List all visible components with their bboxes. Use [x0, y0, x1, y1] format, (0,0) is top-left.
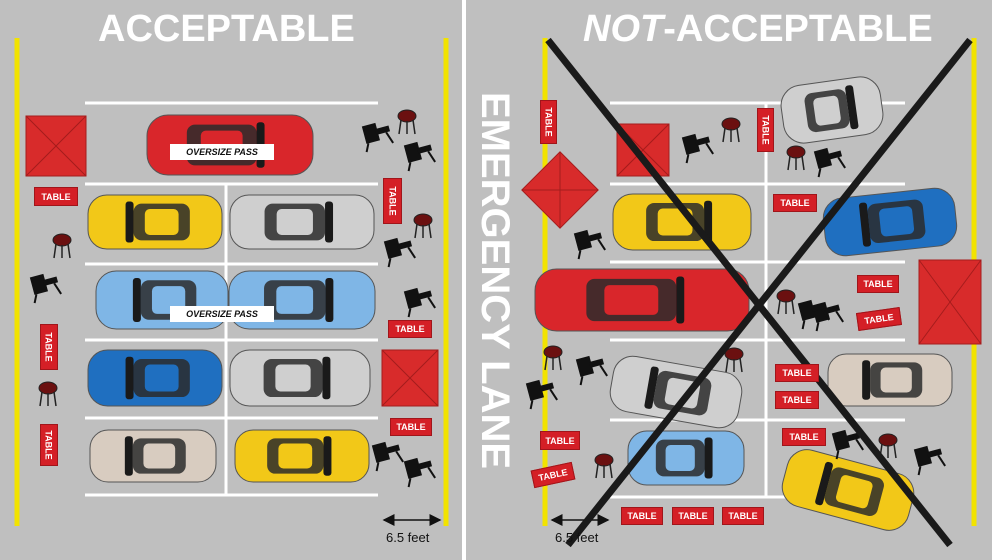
chair-left-5 — [403, 287, 436, 318]
grill-right-6 — [594, 453, 614, 479]
grill-right-2 — [786, 145, 806, 171]
table-right-13: TABLE — [722, 507, 764, 525]
car-blue-right-r1 — [822, 187, 958, 257]
chair-left-1 — [361, 122, 394, 153]
tent-left-bottom — [381, 349, 439, 407]
car-silver-right-top — [780, 76, 884, 144]
emergency-lane-label: EMERGENCY LANE — [470, 91, 520, 468]
table-left-5: TABLE — [40, 424, 58, 466]
car-yellow-left-r4b — [234, 429, 370, 483]
not-acceptable-heading-italic: NOT — [583, 8, 664, 50]
table-right-2: TABLE — [757, 108, 774, 152]
table-label: TABLE — [760, 115, 771, 145]
table-left-2: TABLE — [383, 178, 402, 224]
tent-right-far — [918, 259, 982, 345]
table-right-12: TABLE — [672, 507, 714, 525]
car-beige-left-r4a — [89, 429, 217, 483]
table-label: TABLE — [543, 107, 554, 137]
oversize-pass-label-2: OVERSIZE PASS — [170, 306, 274, 322]
chair-right-1 — [681, 133, 714, 164]
table-right-1: TABLE — [540, 100, 557, 144]
car-red-oversize-right — [534, 268, 750, 332]
car-blue-left-r3a — [87, 349, 223, 407]
table-label: TABLE — [627, 511, 657, 521]
grill-left-4 — [38, 381, 58, 407]
grill-right-3 — [776, 289, 796, 315]
chair-right-8 — [913, 445, 946, 476]
grill-right-4 — [543, 345, 563, 371]
chair-right-7 — [831, 429, 864, 460]
grill-right-1 — [721, 117, 741, 143]
table-left-4: TABLE — [40, 324, 58, 370]
tent-right-mid — [521, 151, 599, 229]
right-measure-label: 6.5 feet — [555, 530, 599, 545]
table-right-7: TABLE — [775, 391, 819, 409]
table-right-6: TABLE — [775, 364, 819, 382]
table-label: TABLE — [387, 186, 398, 216]
table-label: TABLE — [863, 279, 893, 289]
chair-right-6 — [525, 379, 558, 410]
left-panel-background — [0, 0, 462, 560]
car-silver-left-r1b — [229, 194, 375, 250]
table-label: TABLE — [44, 332, 54, 362]
table-label: TABLE — [41, 191, 71, 202]
chair-left-6 — [371, 441, 404, 472]
table-left-3: TABLE — [388, 320, 432, 338]
car-yellow-left-r1a — [87, 194, 223, 250]
table-left-1: TABLE — [34, 187, 78, 206]
table-right-8: TABLE — [540, 431, 580, 450]
table-label: TABLE — [678, 511, 708, 521]
table-right-4: TABLE — [857, 275, 899, 293]
car-lightblue-right-r4 — [627, 430, 745, 486]
chair-left-7 — [403, 457, 436, 488]
not-acceptable-heading-rest: -ACCEPTABLE — [663, 8, 933, 50]
grill-left-2 — [413, 213, 433, 239]
table-label: TABLE — [789, 432, 819, 442]
chair-left-2 — [403, 141, 436, 172]
tent-left-top — [25, 115, 87, 177]
grill-right-5 — [724, 347, 744, 373]
emergency-lane-text: EMERGENCY LANE — [473, 91, 518, 469]
chair-right-2 — [813, 147, 846, 178]
table-label: TABLE — [537, 467, 569, 483]
grill-left-3 — [52, 233, 72, 259]
table-label: TABLE — [44, 430, 54, 460]
table-label: TABLE — [396, 422, 426, 432]
not-acceptable-cross-stroke-2 — [565, 37, 973, 548]
table-left-6: TABLE — [390, 418, 432, 436]
chair-right-3 — [573, 229, 606, 260]
table-right-3: TABLE — [773, 194, 817, 212]
car-yellow-right-r4 — [781, 449, 915, 531]
car-silver-left-r3b — [229, 349, 371, 407]
car-yellow-right-r1 — [612, 193, 752, 251]
panel-divider — [462, 0, 466, 560]
table-label: TABLE — [545, 435, 575, 446]
chair-left-4 — [29, 273, 62, 304]
table-label: TABLE — [782, 395, 812, 405]
table-label: TABLE — [728, 511, 758, 521]
table-label: TABLE — [863, 312, 895, 326]
not-acceptable-cross-stroke-1 — [545, 37, 953, 548]
chair-left-3 — [383, 237, 416, 268]
table-right-10: TABLE — [782, 428, 826, 446]
car-beige-right-r3 — [827, 353, 953, 407]
table-label: TABLE — [782, 368, 812, 378]
chair-right-9 — [797, 299, 830, 330]
grill-left-1 — [397, 109, 417, 135]
oversize-pass-label-1: OVERSIZE PASS — [170, 144, 274, 160]
left-measure-label: 6.5 feet — [386, 530, 430, 545]
acceptable-heading: ACCEPTABLE — [98, 8, 355, 50]
table-label: TABLE — [780, 198, 810, 208]
table-right-11: TABLE — [621, 507, 663, 525]
table-label: TABLE — [395, 324, 425, 334]
left-stall-lines — [85, 101, 378, 497]
chair-right-5 — [575, 355, 608, 386]
not-acceptable-heading: NOT-ACCEPTABLE — [583, 8, 933, 51]
